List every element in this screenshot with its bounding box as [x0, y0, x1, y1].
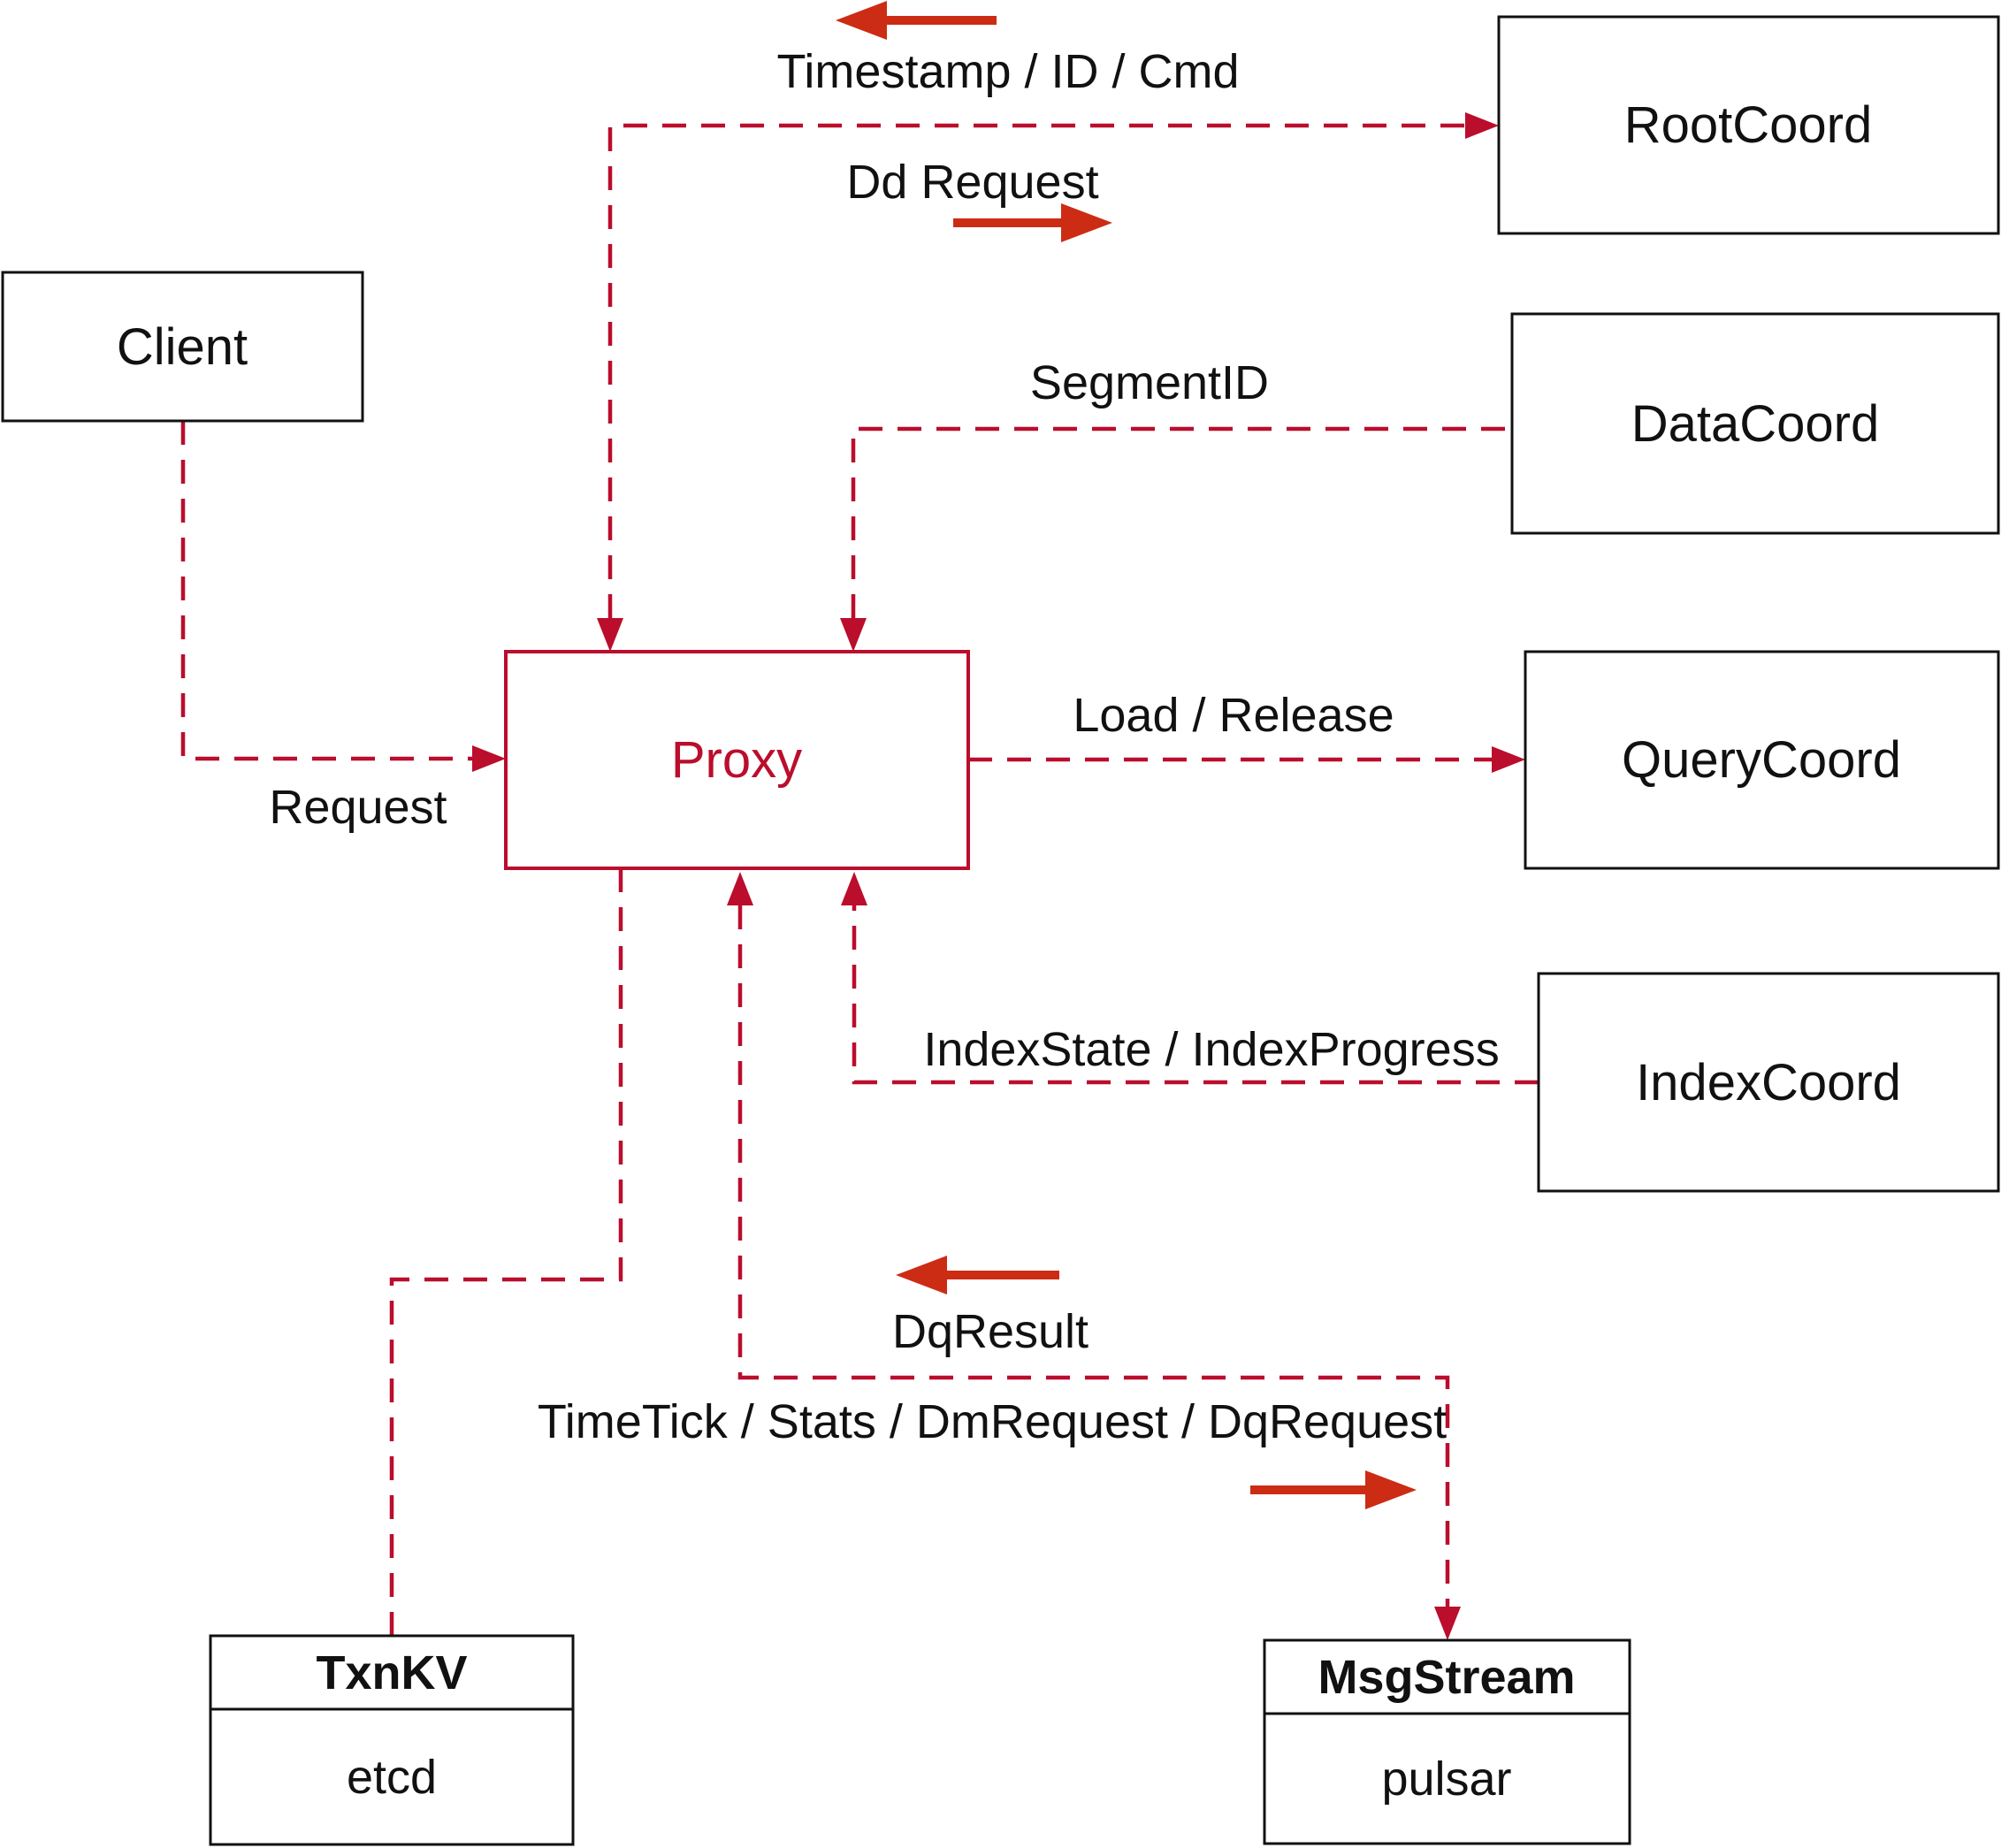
msgstream-title: MsgStream: [1318, 1651, 1575, 1704]
rootcoord-label: RootCoord: [1624, 96, 1872, 154]
edge-label-load-release: Load / Release: [1073, 689, 1394, 742]
edge-label-dd-request: Dd Request: [846, 156, 1098, 209]
proxy-label: Proxy: [671, 731, 802, 789]
edge-indexcoord-proxy: [841, 872, 1539, 1085]
arrowhead-down-icon: [597, 618, 623, 652]
indexcoord-label: IndexCoord: [1636, 1054, 1901, 1111]
edge-proxy-msgstream: [727, 872, 1461, 1640]
txnkv-title: TxnKV: [316, 1646, 467, 1699]
arrowhead-up-icon: [727, 872, 753, 905]
edge-label-dq-result: DqResult: [892, 1305, 1089, 1358]
edge-proxy-querycoord: [968, 746, 1525, 773]
txnkv-box: [209, 1634, 575, 1846]
node-rootcoord: RootCoord: [1497, 15, 2000, 235]
edge-label-request: Request: [269, 781, 447, 834]
edge-label-segment-id: SegmentID: [1030, 356, 1269, 409]
dashed-line: [389, 868, 623, 1636]
dashed-line: [852, 905, 1539, 1085]
node-indexcoord: IndexCoord: [1537, 972, 2000, 1193]
arrowhead-right-icon: [1492, 746, 1525, 773]
rootcoord-box: [1497, 15, 2000, 235]
client-box: [1, 271, 364, 423]
node-txnkv: TxnKV etcd: [209, 1634, 575, 1846]
arrowhead-up-icon: [841, 872, 867, 905]
dashed-line: [607, 123, 1465, 618]
direction-arrow-right-icon: [953, 203, 1112, 242]
edge-datacoord-proxy: [840, 426, 1512, 652]
direction-arrow-right-icon: [1250, 1470, 1417, 1509]
datacoord-label: DataCoord: [1631, 395, 1879, 453]
msgstream-subtitle: pulsar: [1381, 1753, 1511, 1806]
arrowhead-down-icon: [1434, 1607, 1461, 1640]
direction-arrow-left-icon: [896, 1256, 1059, 1294]
edge-proxy-txnkv: [389, 868, 623, 1636]
dashed-line: [851, 426, 1512, 618]
node-querycoord: QueryCoord: [1524, 650, 2000, 870]
dashed-line: [180, 421, 472, 761]
indexcoord-box: [1537, 972, 2000, 1193]
node-client: Client: [1, 271, 364, 423]
msgstream-box: [1263, 1638, 1631, 1845]
edge-proxy-rootcoord: [597, 112, 1499, 652]
edge-label-index-state: IndexState / IndexProgress: [923, 1023, 1499, 1076]
datacoord-box: [1510, 312, 2000, 535]
proxy-box: [504, 650, 970, 870]
edge-client-proxy: [180, 421, 506, 772]
querycoord-box: [1524, 650, 2000, 870]
node-msgstream: MsgStream pulsar: [1263, 1638, 1631, 1845]
txnkv-subtitle: etcd: [347, 1751, 437, 1804]
edge-label-timetick: TimeTick / Stats / DmRequest / DqRequest: [538, 1395, 1447, 1448]
edge-label-timestamp: Timestamp / ID / Cmd: [776, 45, 1239, 98]
querycoord-label: QueryCoord: [1622, 731, 1901, 789]
client-label: Client: [117, 318, 248, 376]
node-proxy: Proxy: [504, 650, 970, 870]
direction-arrow-left-icon: [836, 1, 997, 40]
dashed-line: [737, 905, 1450, 1607]
node-datacoord: DataCoord: [1510, 312, 2000, 535]
arrowhead-down-icon: [840, 618, 867, 652]
arrowhead-right-icon: [1465, 112, 1499, 139]
arrowhead-right-icon: [472, 745, 506, 772]
